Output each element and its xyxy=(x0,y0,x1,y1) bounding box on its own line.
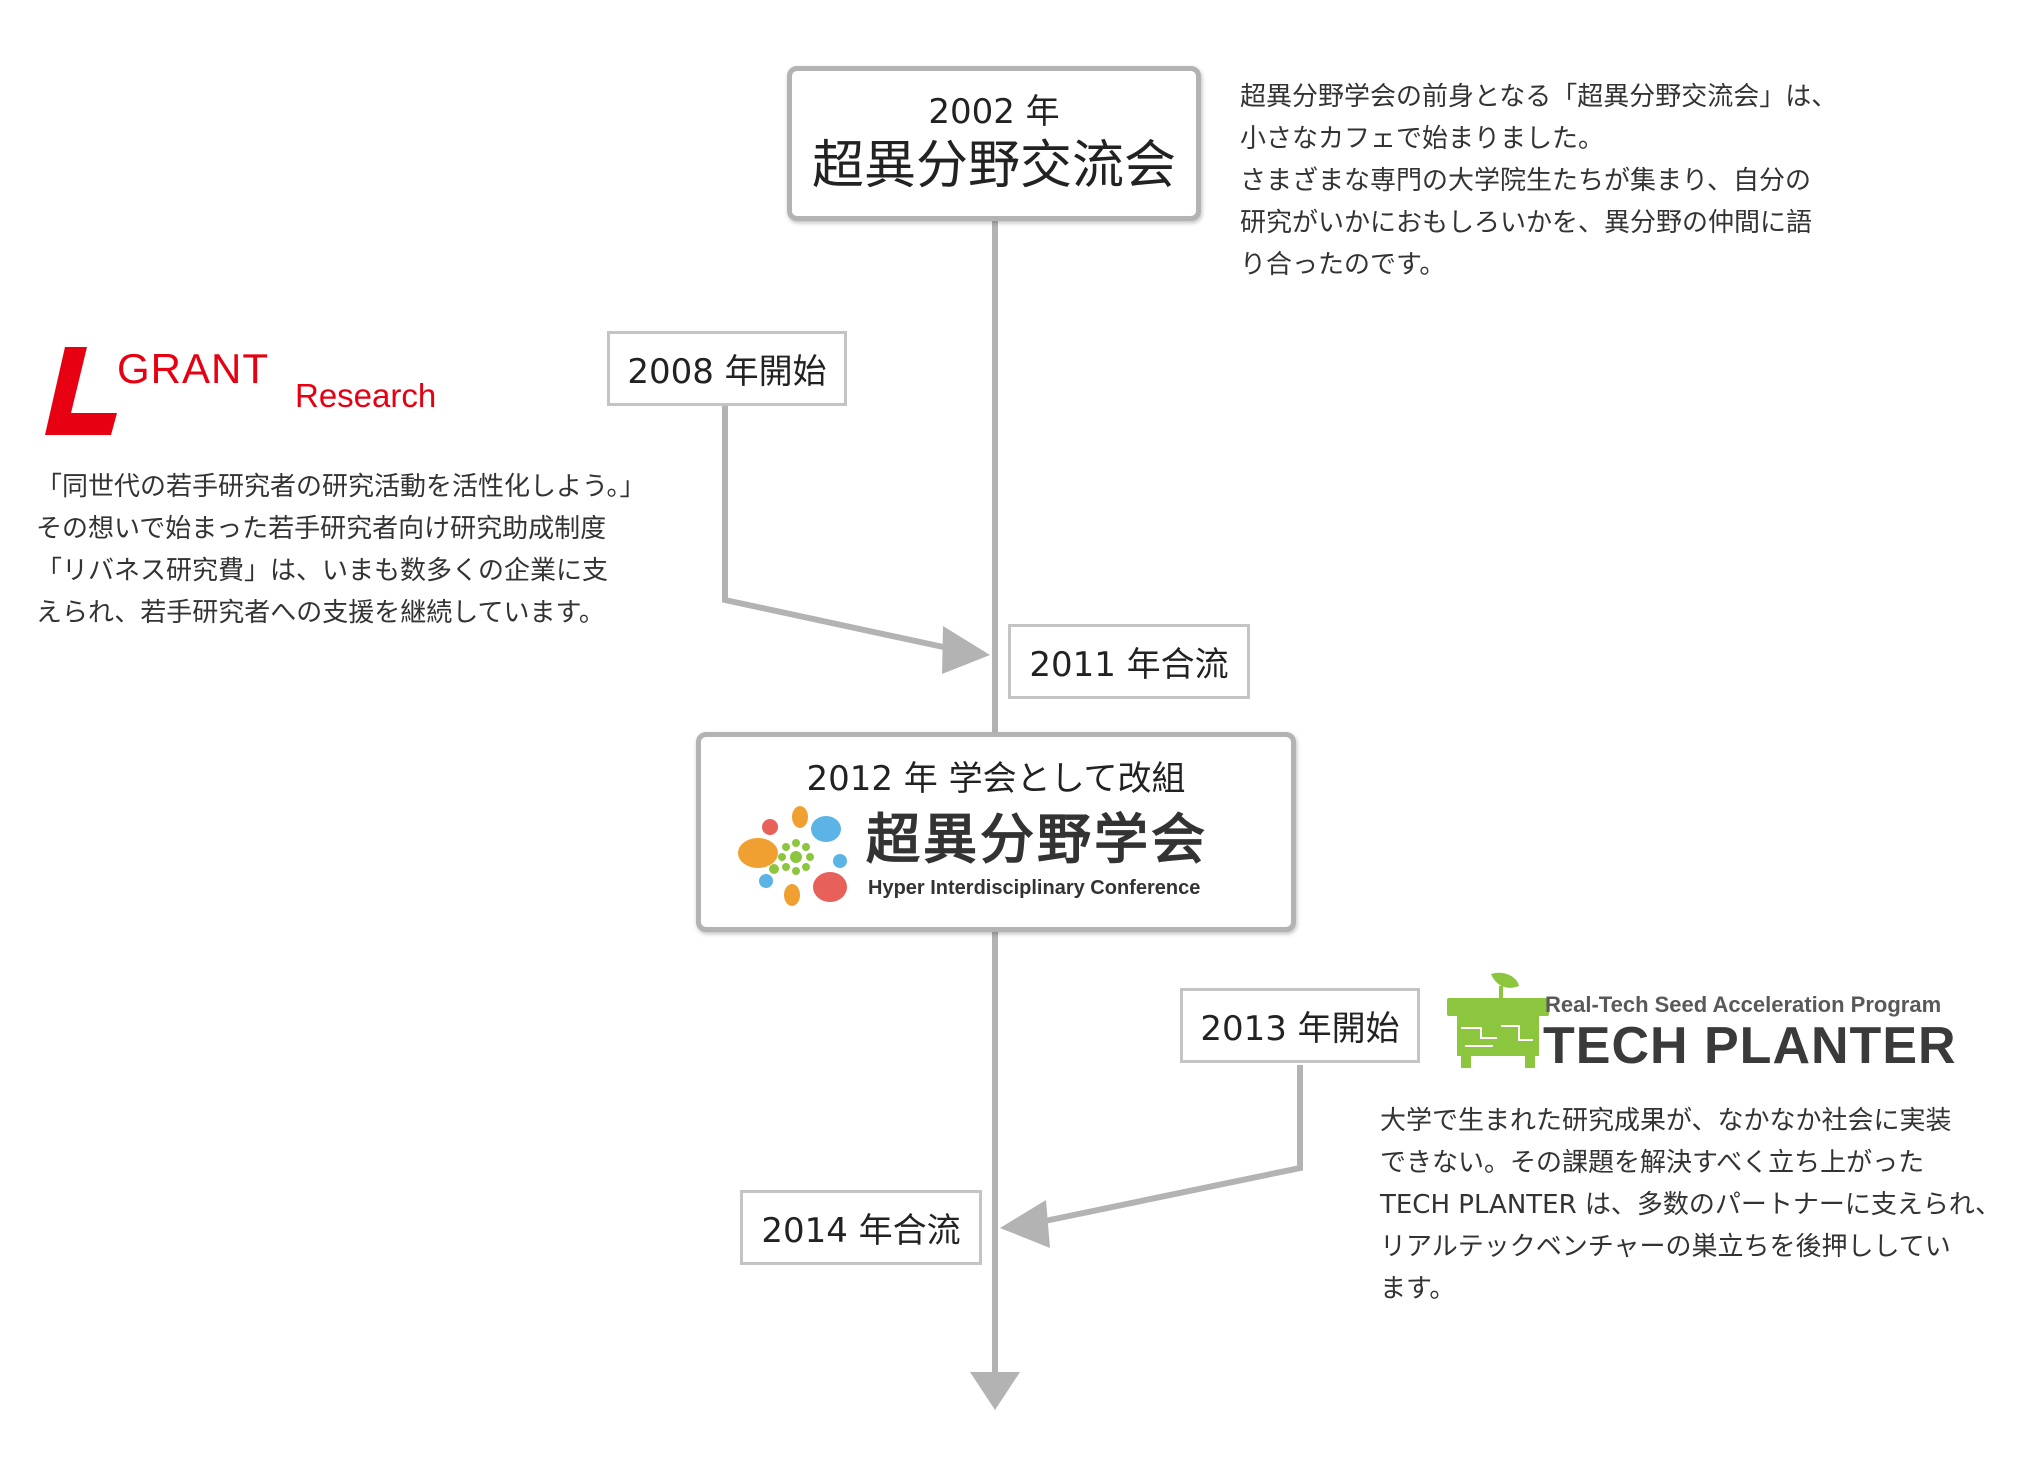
techplanter-logo-name: TECH PLANTER xyxy=(1543,1017,1957,1075)
description-line: 超異分野学会の前身となる「超異分野交流会」は、 xyxy=(1240,82,1838,112)
description-line: り合ったのです。 xyxy=(1240,250,1446,280)
grant-logo-sub: Research xyxy=(295,377,437,414)
techplanter-start-label: 2013 年開始 xyxy=(1180,988,1420,1063)
description-line: TECH PLANTER は、多数のパートナーに支えられ、 xyxy=(1380,1190,2002,1220)
description-line: さまざまな専門の大学院生たちが集まり、自分の xyxy=(1240,166,1811,196)
grant-branch-arrowhead xyxy=(942,626,990,674)
description-line: 大学で生まれた研究成果が、なかなか社会に実装 xyxy=(1380,1106,1952,1136)
grant-description: 「同世代の若手研究者の研究活動を活性化しよう。」 その想いで始まった若手研究者向… xyxy=(36,466,645,634)
grant-logo-text: GRANT xyxy=(117,345,269,392)
description-line: 「同世代の若手研究者の研究活動を活性化しよう。」 xyxy=(36,472,646,502)
grant-start-label: 2008 年開始 xyxy=(607,331,847,406)
hic-logo-sub: Hyper Interdisciplinary Conference xyxy=(868,877,1201,899)
event-title: 2012 年 学会として改組 xyxy=(806,759,1186,799)
event-box-2002: 2002 年 超異分野交流会 xyxy=(787,66,1201,221)
main-timeline-arrowhead xyxy=(970,1372,1020,1410)
description-line: 研究がいかにおもしろいかを、異分野の仲間に語 xyxy=(1240,208,1813,238)
description-line: ます。 xyxy=(1380,1274,1456,1304)
description-line: 小さなカフェで始まりました。 xyxy=(1240,124,1605,154)
event-year: 2002 年 xyxy=(928,91,1060,132)
description-line: できない。その課題を解決すべく立ち上がった xyxy=(1380,1148,1925,1178)
hic-logo-name: 超異分野学会 xyxy=(866,808,1208,871)
techplanter-branch-line xyxy=(1039,1065,1303,1225)
techplanter-branch-arrowhead xyxy=(1000,1200,1050,1248)
techplanter-description: 大学で生まれた研究成果が、なかなか社会に実装 できない。その課題を解決すべく立ち… xyxy=(1380,1100,2001,1310)
grant-branch-line xyxy=(722,405,949,651)
techplanter-tagline: Real-Tech Seed Acceleration Program xyxy=(1545,992,1942,1017)
description-line: その想いで始まった若手研究者向け研究助成制度 xyxy=(36,514,607,544)
description-line: リアルテックベンチャーの巣立ちを後押ししてい xyxy=(1380,1232,1951,1262)
hic-flower-icon xyxy=(738,806,847,906)
top-description: 超異分野学会の前身となる「超異分野交流会」は、 小さなカフェで始まりました。 さ… xyxy=(1240,76,1837,286)
event-name: 超異分野交流会 xyxy=(811,135,1176,196)
description-line: 「リバネス研究費」は、いまも数多くの企業に支 xyxy=(36,556,609,586)
hic-logo: 超異分野学会 Hyper Interdisciplinary Conferenc… xyxy=(736,805,1256,909)
techplanter-logo: Real-Tech Seed Acceleration Program TECH… xyxy=(1445,970,2005,1078)
grant-logo: GRANT Research xyxy=(45,345,465,445)
techplanter-merge-label: 2014 年合流 xyxy=(740,1190,982,1265)
plant-pot-icon xyxy=(1447,972,1549,1068)
grant-l-mark-icon xyxy=(45,347,117,435)
description-line: えられ、若手研究者への支援を継続しています。 xyxy=(36,598,605,628)
event-box-2012: 2012 年 学会として改組 xyxy=(696,732,1296,932)
grant-merge-label: 2011 年合流 xyxy=(1008,624,1250,699)
